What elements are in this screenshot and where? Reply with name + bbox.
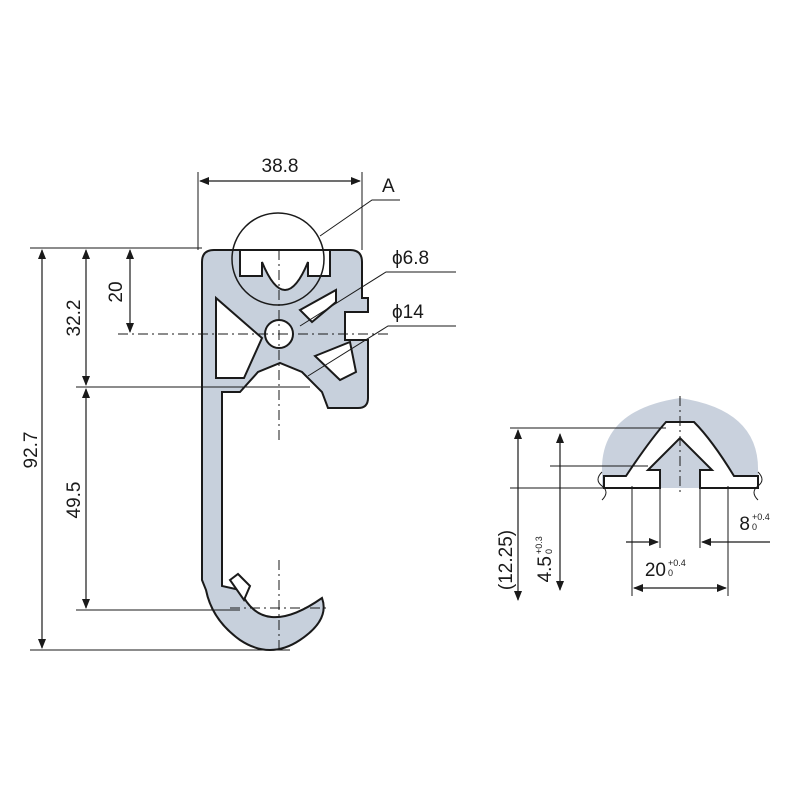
lower-height-dimension-label: 49.5 [64,482,85,519]
right-break-mark [753,471,763,501]
total-height-dimension-label: 92.7 [21,432,42,469]
slot-center-dimension-label: 20 [106,281,127,302]
profile-view: 38.8 92.7 32.2 49.5 20 A ϕ6.8 ϕ14 [21,156,456,651]
neck-depth-tol-upper: +0.3 [534,536,544,554]
upper-right-cavity [298,288,337,324]
width-dimension-label: 38.8 [262,156,299,177]
depth-dimension-label: (12.25) [496,530,517,590]
lower-right-cavity [313,340,358,382]
bore-small-leader [299,271,456,327]
hook-notch [228,572,252,603]
detail-a-circle [231,212,325,306]
opening-base: 8 [739,514,750,535]
inner-width-tol-upper: +0.4 [668,558,686,568]
upper-height-dimension-label: 32.2 [64,300,85,337]
bore-large-label: ϕ14 [392,302,424,323]
detail-a-leader [319,199,400,237]
t-slot-opening [603,421,759,489]
left-break-mark [597,471,607,501]
neck-depth-base: 4.5 [535,556,556,582]
detail-a-label: A [382,176,395,197]
opening-tol-upper: +0.4 [752,512,770,522]
bore-large-leader [307,325,456,377]
left-cavity [215,295,264,379]
neck-depth-tol-lower: 0 [544,549,554,554]
top-slot [239,249,331,291]
inner-width-base: 20 [645,560,666,581]
detail-a-view: (12.25) 4.5 +0.3 0 20 +0.4 0 8 +0.4 0 [496,396,770,601]
bore-small-label: ϕ6.8 [392,248,429,269]
opening-tol-lower: 0 [752,522,757,532]
inner-width-tol-lower: 0 [668,568,673,578]
